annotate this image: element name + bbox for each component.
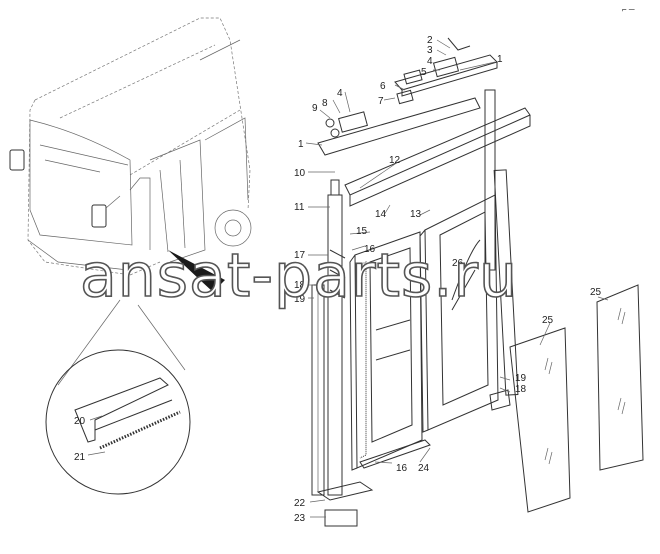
callout-13: 13 bbox=[410, 209, 422, 220]
callout-19: 19 bbox=[294, 294, 306, 305]
pointer-arrow bbox=[168, 250, 225, 292]
callout-4: 4 bbox=[427, 56, 433, 67]
callout-4: 4 bbox=[337, 88, 343, 99]
callout-25: 25 bbox=[590, 287, 602, 298]
callout-3: 3 bbox=[427, 45, 433, 56]
callout-5: 5 bbox=[421, 67, 427, 78]
door-leaf-left bbox=[349, 231, 431, 471]
callout-23: 23 bbox=[294, 513, 306, 524]
callout-7: 7 bbox=[378, 96, 384, 107]
callout-12: 12 bbox=[389, 155, 401, 166]
callout-1: 1 bbox=[298, 139, 304, 150]
glass-pane-right bbox=[596, 284, 644, 471]
callout-15: 15 bbox=[356, 226, 368, 237]
callout-25: 25 bbox=[542, 315, 554, 326]
callout-18: 18 bbox=[294, 280, 306, 291]
callout-17: 17 bbox=[294, 250, 306, 261]
callout-21: 21 bbox=[74, 452, 86, 463]
callout-18: 18 bbox=[515, 384, 527, 395]
callout-10: 10 bbox=[294, 168, 306, 179]
callout-8: 8 bbox=[322, 98, 328, 109]
callout-11: 11 bbox=[294, 202, 305, 213]
callout-6: 6 bbox=[380, 81, 386, 92]
callout-16: 16 bbox=[364, 244, 376, 255]
callout-26: 26 bbox=[452, 258, 464, 269]
left-seal-strip bbox=[311, 284, 325, 496]
callout-2: 2 bbox=[427, 35, 433, 46]
callout-labels: 1 1 2 3 4 4 5 6 7 8 9 10 11 12 13 14 15 … bbox=[74, 35, 602, 524]
seal-detail-magnifier bbox=[45, 299, 191, 495]
leader-lines bbox=[87, 39, 609, 518]
callout-14: 14 bbox=[375, 209, 387, 220]
callout-16: 16 bbox=[396, 463, 408, 474]
callout-22: 22 bbox=[294, 498, 306, 509]
bus-body-illustration bbox=[9, 17, 252, 276]
glass-pane-left bbox=[509, 327, 571, 513]
corner-mark: ⌐ ─ bbox=[622, 5, 635, 14]
callout-9: 9 bbox=[312, 103, 318, 114]
callout-20: 20 bbox=[74, 416, 86, 427]
callout-1: 1 bbox=[497, 54, 503, 65]
callout-24: 24 bbox=[418, 463, 430, 474]
door-leaf-right bbox=[419, 169, 519, 433]
watermark: ansat-parts.ru bbox=[80, 241, 518, 311]
callout-19: 19 bbox=[515, 373, 527, 384]
